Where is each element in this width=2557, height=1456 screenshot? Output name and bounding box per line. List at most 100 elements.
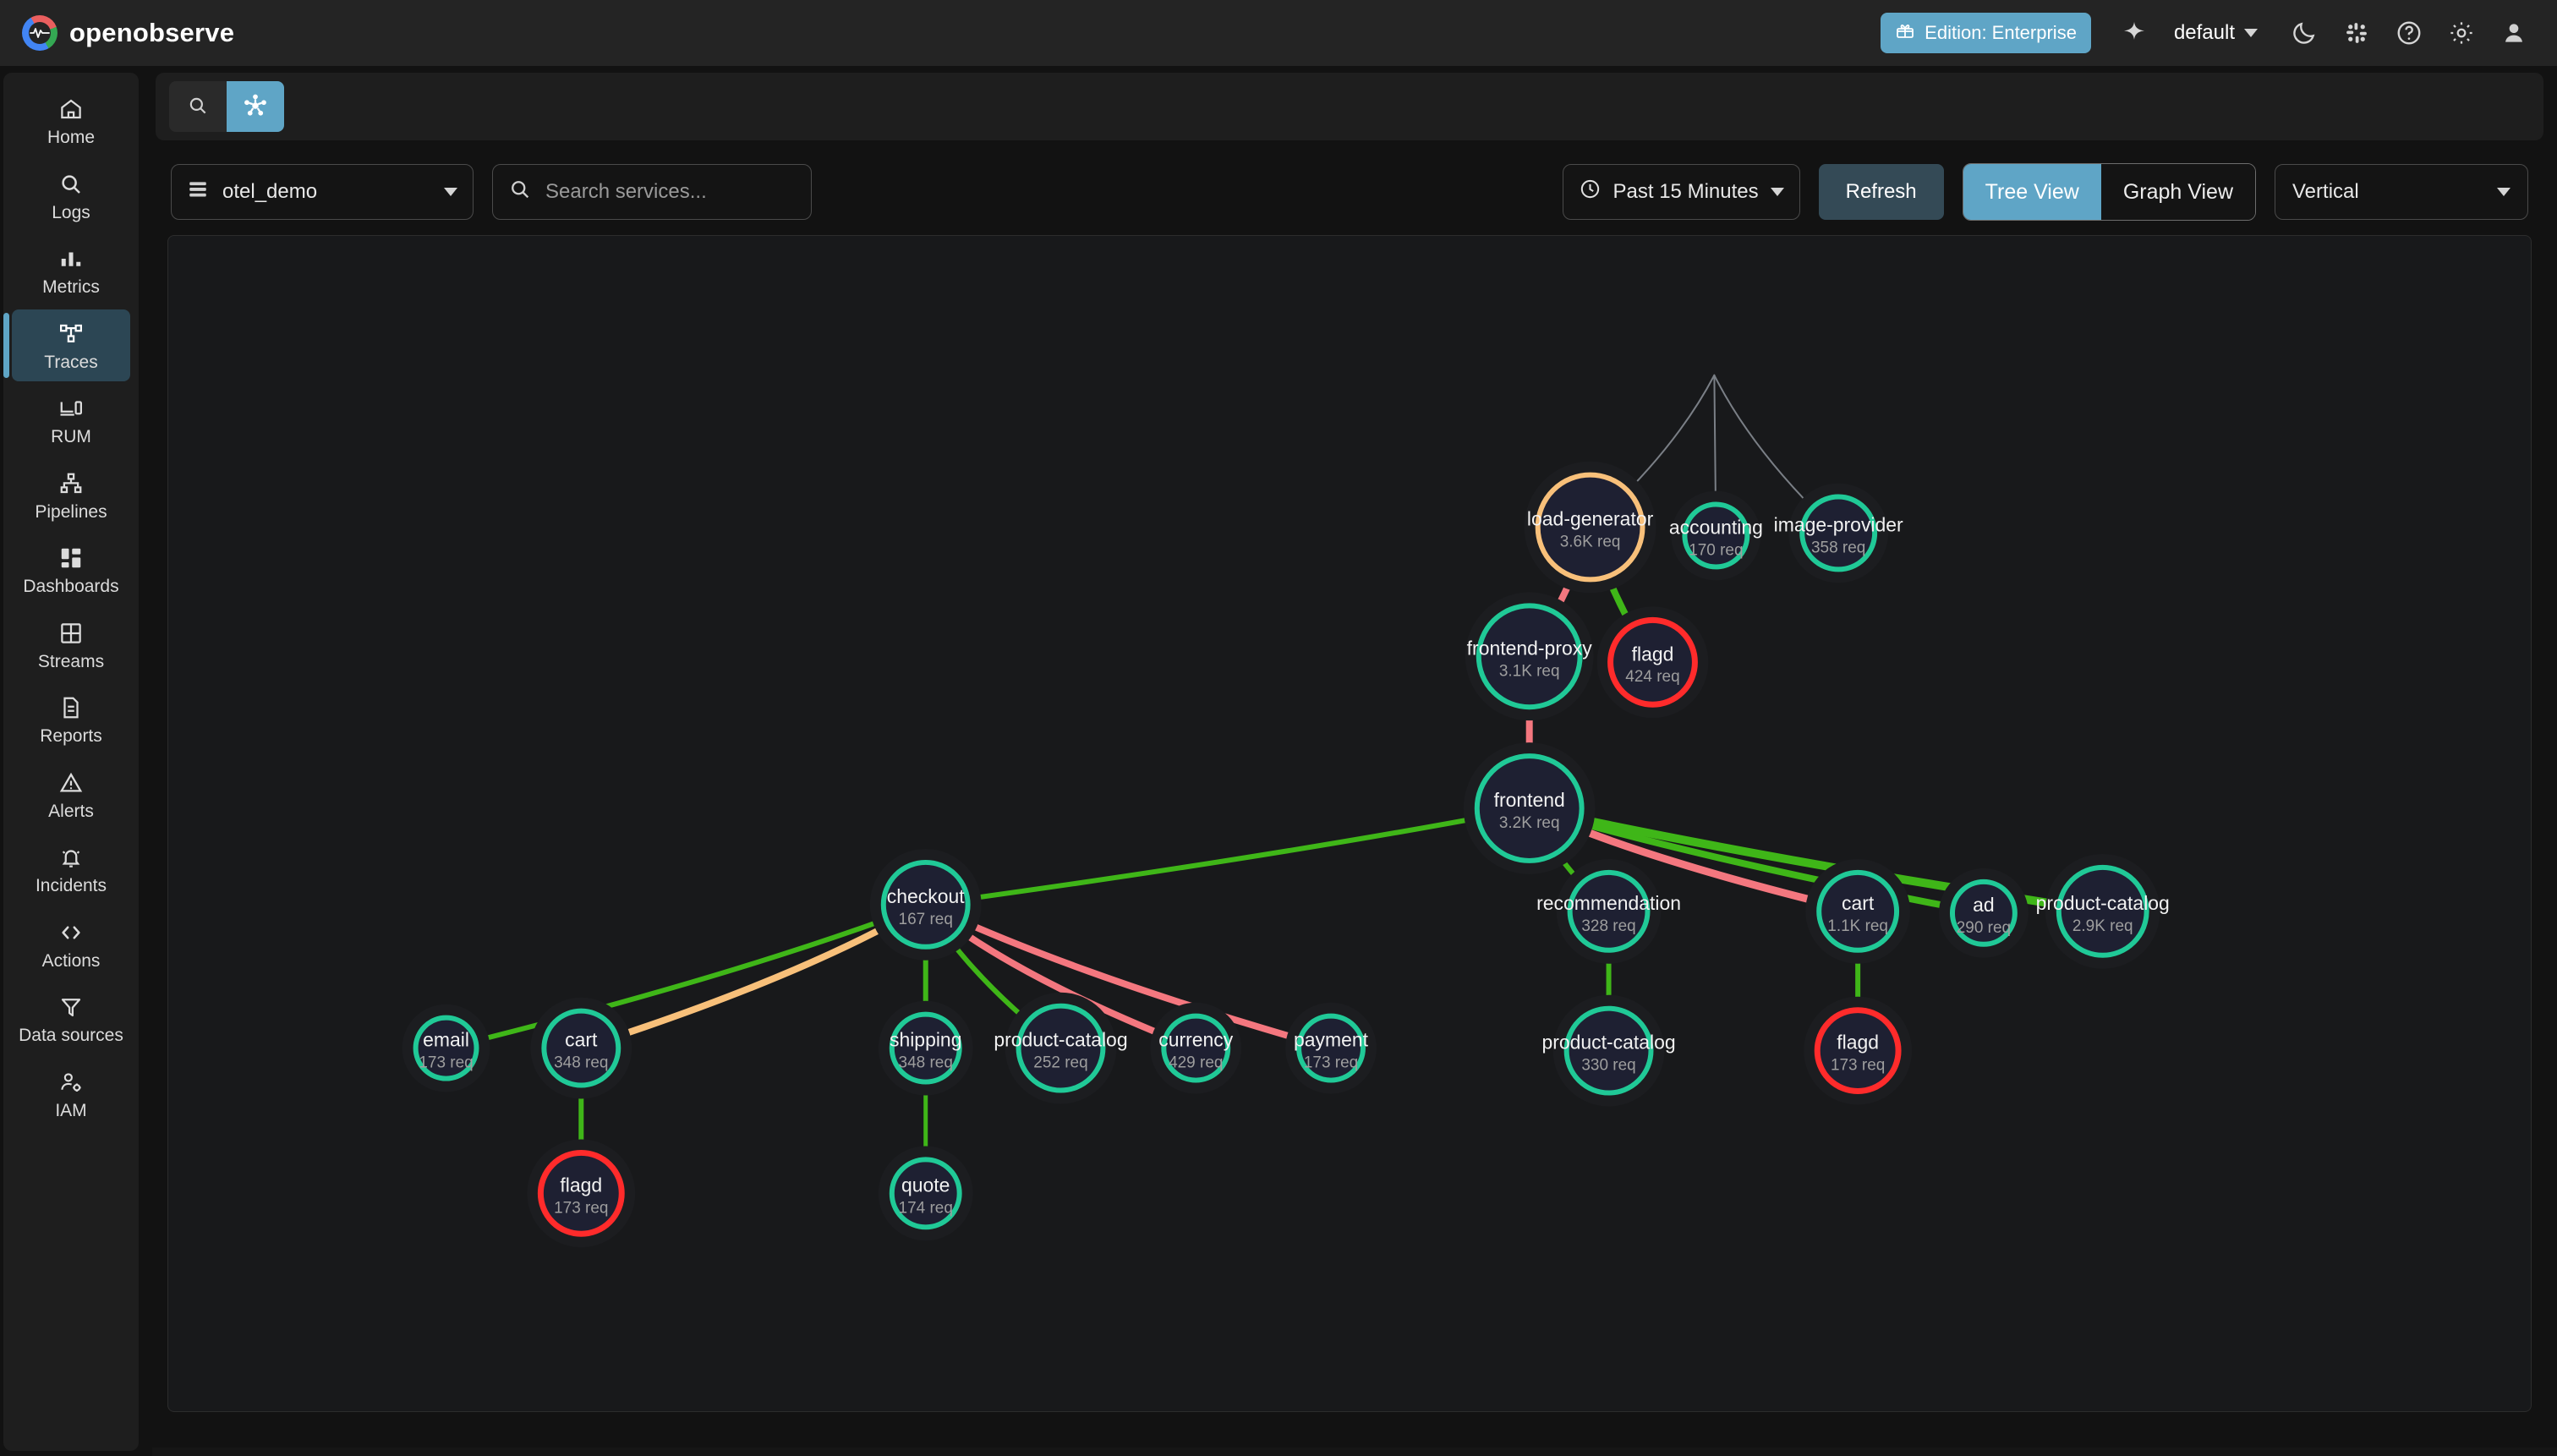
node-circle[interactable] <box>889 1157 962 1230</box>
sparkle-icon[interactable] <box>2110 8 2159 57</box>
node-circle[interactable] <box>1296 1013 1366 1083</box>
node-request-count: 173 req <box>1304 1054 1358 1072</box>
dashboard-icon <box>58 544 84 572</box>
document-icon <box>58 693 84 722</box>
node-circle[interactable] <box>1476 603 1583 710</box>
sidebar-item-traces[interactable]: Traces <box>3 309 130 382</box>
node-circle[interactable] <box>1016 1003 1106 1093</box>
search-icon <box>58 170 84 199</box>
user-avatar-icon[interactable] <box>2489 8 2538 57</box>
refresh-button[interactable]: Refresh <box>1818 164 1944 220</box>
sidebar-item-actions[interactable]: Actions <box>12 908 130 981</box>
node-circle[interactable] <box>1814 1007 1902 1095</box>
node-circle[interactable] <box>537 1149 625 1237</box>
code-brackets-icon <box>58 918 84 947</box>
search-services-box[interactable] <box>492 164 812 220</box>
gear-icon[interactable] <box>2437 8 2486 57</box>
sidebar-item-label: Home <box>47 128 96 147</box>
sidebar-item-label: RUM <box>51 427 91 447</box>
node-circle[interactable] <box>1682 501 1750 570</box>
graph-edge <box>443 901 928 1051</box>
org-selector[interactable]: default <box>2162 14 2270 52</box>
time-range-select[interactable]: Past 15 Minutes <box>1562 164 1800 220</box>
sidebar-item-label: Logs <box>52 202 90 222</box>
edition-badge[interactable]: Edition: Enterprise <box>1881 13 2091 53</box>
sidebar-item-label: Alerts <box>48 801 94 821</box>
node-circle[interactable] <box>1474 753 1585 863</box>
sidebar-item-rum[interactable]: RUM <box>12 384 130 457</box>
search-traces-mode-button[interactable] <box>169 81 227 132</box>
home-icon <box>58 95 84 123</box>
horizontal-scrollbar[interactable] <box>152 1448 2557 1456</box>
tab-tree-view[interactable]: Tree View <box>1963 164 2101 220</box>
orientation-select[interactable]: Vertical <box>2275 164 2528 220</box>
sidebar-item-iam[interactable]: IAM <box>12 1058 130 1130</box>
node-circle[interactable] <box>1567 869 1651 953</box>
node-circle[interactable] <box>1563 1005 1654 1096</box>
trace-mode-toggle <box>169 81 284 132</box>
node-request-count: 348 req <box>899 1054 953 1072</box>
sidebar-item-dashboards[interactable]: Dashboards <box>12 534 130 606</box>
moon-icon[interactable] <box>2280 8 2329 57</box>
help-circle-icon[interactable] <box>2385 8 2434 57</box>
node-circle[interactable] <box>1161 1013 1231 1083</box>
node-circle[interactable] <box>2056 864 2149 958</box>
slack-icon[interactable] <box>2332 8 2381 57</box>
node-label: currency <box>1158 1029 1234 1051</box>
sidebar-item-home[interactable]: Home <box>12 85 130 157</box>
sidebar-item-alerts[interactable]: Alerts <box>12 758 130 831</box>
stream-select[interactable]: otel_demo <box>171 164 474 220</box>
sidebar-item-reports[interactable]: Reports <box>12 683 130 756</box>
tab-graph-view[interactable]: Graph View <box>2100 164 2255 220</box>
search-services-input[interactable] <box>545 180 796 204</box>
node-label: flagd <box>560 1174 602 1196</box>
brand[interactable]: openobserve <box>0 15 234 51</box>
grid-icon <box>58 619 84 648</box>
node-circle[interactable] <box>1816 869 1900 953</box>
node-circle[interactable] <box>1535 472 1645 583</box>
service-map-mode-button[interactable] <box>227 81 284 132</box>
sidebar-item-streams[interactable]: Streams <box>12 609 130 681</box>
sidebar-item-pipelines[interactable]: Pipelines <box>12 459 130 532</box>
sidebar-item-logs[interactable]: Logs <box>12 160 130 233</box>
chevron-down-icon <box>2244 29 2258 37</box>
node-circle[interactable] <box>413 1015 479 1081</box>
node-circle[interactable] <box>880 859 971 950</box>
sidebar-item-incidents[interactable]: Incidents <box>12 833 130 906</box>
node-circle[interactable] <box>889 1011 962 1085</box>
search-icon <box>508 178 532 207</box>
node-circle[interactable] <box>1949 879 2018 947</box>
node-request-count: 348 req <box>554 1054 608 1072</box>
sidebar-item-label: Incidents <box>35 876 107 896</box>
clock-icon <box>1579 178 1602 206</box>
node-circle[interactable] <box>1799 494 1878 572</box>
sidebar-item-data-sources[interactable]: Data sources <box>12 983 130 1055</box>
warning-triangle-icon <box>58 769 84 797</box>
sidebar-item-metrics[interactable]: Metrics <box>12 234 130 307</box>
node-circle[interactable] <box>1607 616 1698 708</box>
node-circle[interactable] <box>541 1008 621 1088</box>
